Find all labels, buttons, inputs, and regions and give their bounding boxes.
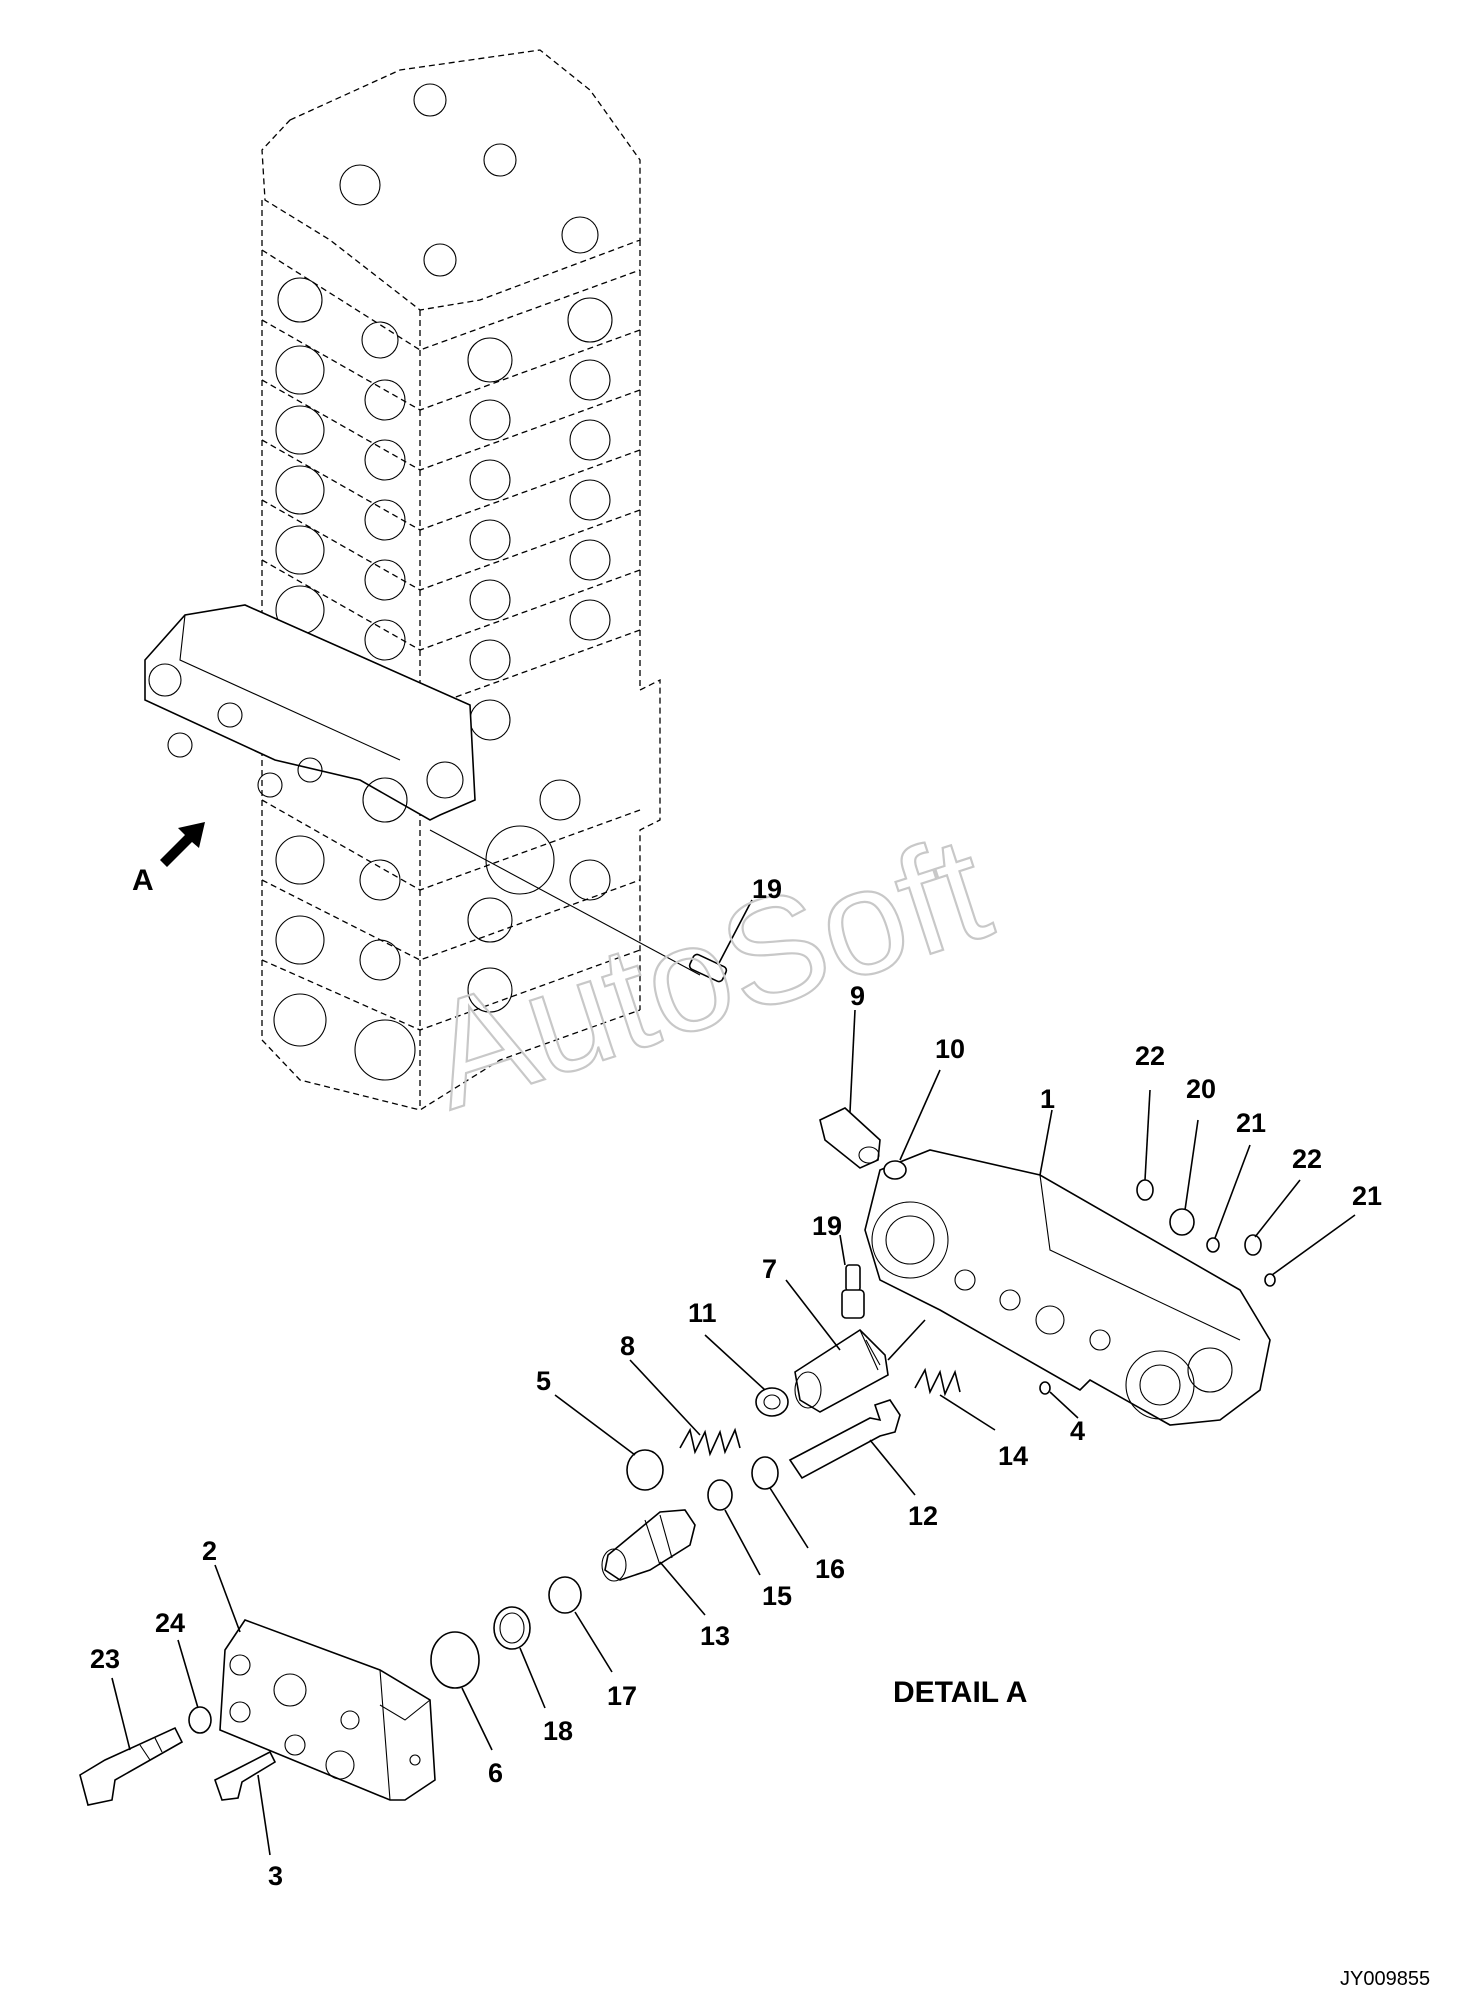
callout-7: 7 [762,1254,777,1284]
callout-12: 12 [908,1501,938,1531]
callout-2: 2 [202,1536,217,1566]
fitting-19-lower [839,1234,865,1319]
fitting-19-upper [688,899,753,983]
callout-21-a: 21 [1236,1108,1266,1138]
o-ring-10 [883,1069,941,1180]
valve-body-1 [864,1109,1271,1426]
plug-9 [819,1009,881,1169]
washer-24 [177,1639,212,1734]
o-ring-5 [554,1394,664,1491]
callout-22-a: 22 [1135,1041,1165,1071]
callout-19-upper: 19 [752,874,782,904]
callout-13: 13 [700,1621,730,1651]
callout-19-lower: 19 [812,1211,842,1241]
spring-14 [914,1367,996,1431]
callout-15: 15 [762,1581,792,1611]
rings-15-16 [707,1456,809,1576]
view-label: A [132,864,154,897]
callout-5: 5 [536,1366,551,1396]
callout-9: 9 [850,981,865,1011]
spring-8 [629,1359,741,1457]
callout-3: 3 [268,1861,283,1891]
callout-14: 14 [998,1441,1028,1471]
callout-6: 6 [488,1758,503,1788]
poppet-12 [788,1399,916,1496]
plug-4 [1039,1381,1079,1419]
seat-11 [704,1334,789,1417]
callout-23: 23 [90,1644,120,1674]
callout-24: 24 [155,1608,185,1638]
control-valve-stack [261,49,661,1111]
callout-17: 17 [607,1681,637,1711]
callout-11: 11 [688,1298,717,1328]
callout-18: 18 [543,1716,573,1746]
callout-22-b: 22 [1292,1144,1322,1174]
small-rings [1136,1089,1356,1287]
callout-1: 1 [1040,1084,1055,1114]
cover-2 [214,1564,436,1801]
watermark: AutoSoft [408,803,1007,1141]
detail-label: DETAIL A [893,1676,1027,1709]
callout-8: 8 [620,1331,635,1361]
attached-valve-block [144,604,701,976]
callout-10: 10 [935,1034,965,1064]
callout-16: 16 [815,1554,845,1584]
rings-17-18 [493,1576,613,1709]
bolt-3 [214,1750,277,1856]
o-ring-6 [430,1631,493,1751]
sleeve-7 [785,1279,926,1413]
drawing-id: JY009855 [1340,1968,1430,1990]
view-arrow: A [132,822,205,897]
callout-4: 4 [1070,1416,1085,1446]
callout-21-b: 21 [1352,1181,1382,1211]
callout-labels: 1 2 3 4 5 6 7 8 9 10 11 12 13 14 15 16 1… [90,874,1382,1891]
bolt-23 [79,1677,184,1806]
piston-13 [601,1509,706,1616]
callout-20: 20 [1186,1074,1216,1104]
